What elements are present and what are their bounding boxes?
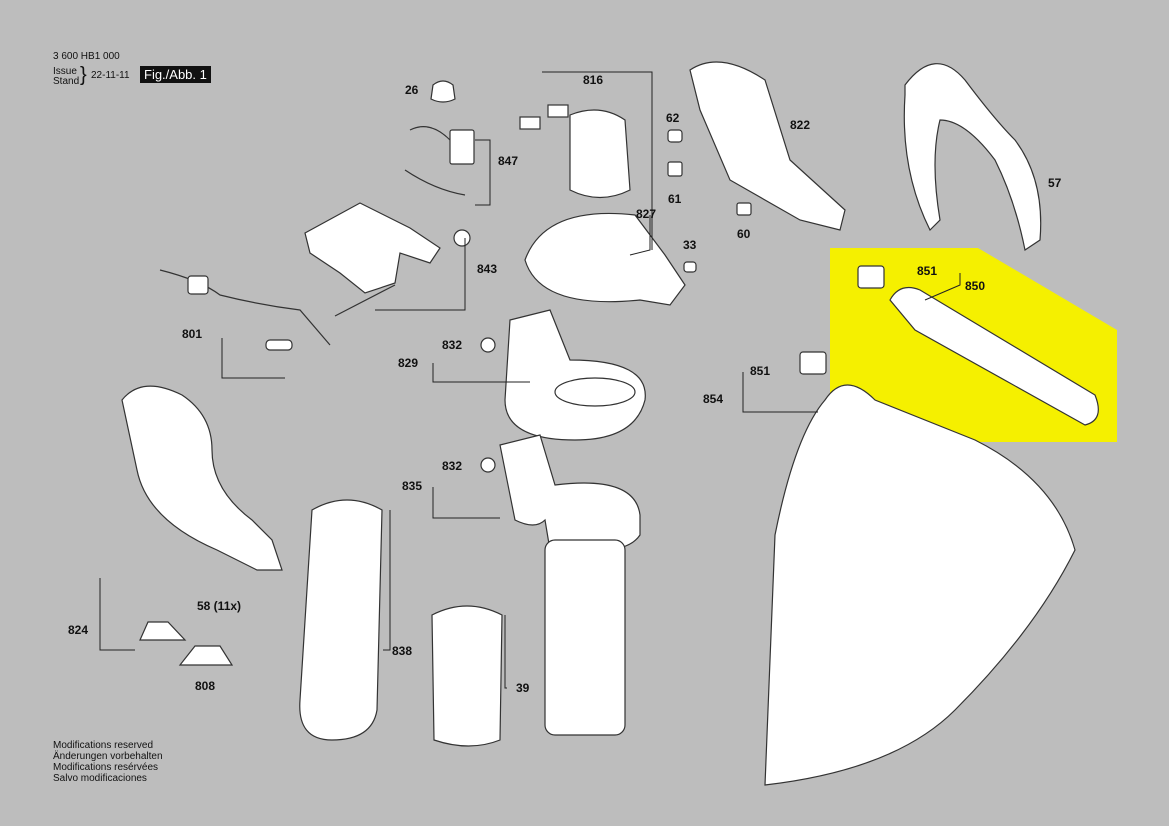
callout-829: 829 — [398, 356, 419, 370]
issue-label: Issue — [53, 66, 77, 77]
modification-notes: Modifications reserved Änderungen vorbeh… — [53, 740, 163, 784]
note-es: Salvo modificaciones — [53, 773, 147, 784]
part-843-handle — [304, 202, 441, 294]
callout-33: 33 — [683, 238, 697, 252]
part-847-switch — [449, 129, 475, 165]
part-816-brush-a — [519, 116, 541, 130]
part-33 — [683, 261, 697, 273]
part-843-nut — [453, 229, 471, 247]
leader-838 — [383, 510, 391, 651]
part-847-wires — [404, 126, 466, 196]
part-816-motor — [569, 109, 631, 199]
leader-816 — [542, 71, 653, 250]
part-851-clip-b — [799, 351, 827, 375]
callout-827: 827 — [636, 207, 657, 221]
note-en: Modifications reserved — [53, 740, 154, 751]
leader-824 — [99, 578, 135, 651]
leader-829 — [432, 363, 530, 383]
leader-801 — [221, 338, 285, 379]
callout-854: 854 — [703, 392, 724, 406]
callout-808: 808 — [195, 679, 216, 693]
part-60 — [736, 202, 752, 216]
callout-801: 801 — [182, 327, 203, 341]
part-832-knob-a — [480, 337, 496, 353]
part-801-pin — [265, 339, 293, 351]
part-808-label — [178, 645, 234, 666]
callout-838: 838 — [392, 644, 413, 658]
part-829-cyclone — [504, 309, 646, 441]
part-801-cable — [159, 269, 331, 346]
part-829-opening — [554, 377, 636, 407]
callout-843: 843 — [477, 262, 498, 276]
note-fr: Modifications resérvées — [53, 762, 159, 773]
stand-label: Stand — [53, 76, 80, 87]
leader-850 — [924, 273, 961, 301]
callout-824: 824 — [68, 623, 89, 637]
issue-date: 22-11-11 — [91, 70, 130, 81]
callout-58: 58 (11x) — [197, 599, 242, 613]
callout-57: 57 — [1048, 176, 1062, 190]
part-835-body — [544, 539, 626, 736]
part-854-bag — [764, 384, 1076, 786]
callout-832-bottom: 832 — [442, 459, 463, 473]
callout-26: 26 — [405, 83, 419, 97]
callout-847: 847 — [498, 154, 519, 168]
part-61 — [667, 161, 683, 177]
callout-62: 62 — [666, 111, 680, 125]
leader-835 — [432, 487, 500, 519]
callout-851-top: 851 — [917, 264, 938, 278]
leader-843 — [375, 238, 466, 311]
callout-832-top: 832 — [442, 338, 463, 352]
part-816-brush-b — [547, 104, 569, 118]
callout-39: 39 — [516, 681, 530, 695]
part-832-knob-b — [480, 457, 496, 473]
callout-851-bottom: 851 — [750, 364, 771, 378]
part-57-strap — [903, 63, 1042, 251]
note-de: Änderungen vorbehalten — [53, 751, 163, 762]
leader-854 — [742, 372, 818, 413]
callout-60: 60 — [737, 227, 751, 241]
part-824-label — [139, 621, 187, 641]
leader-827-line — [629, 215, 651, 256]
part-850-nozzle — [889, 287, 1099, 426]
part-822-handle — [689, 61, 846, 231]
part-851-clip-a — [857, 265, 885, 289]
leader-39 — [504, 615, 507, 689]
callout-822: 822 — [790, 118, 811, 132]
part-39-tube — [431, 605, 503, 747]
part-26-knob — [430, 80, 456, 103]
callout-61: 61 — [668, 192, 682, 206]
part-801-plug — [187, 275, 209, 295]
callout-850: 850 — [965, 279, 986, 293]
part-835-tube — [499, 434, 641, 551]
part-housing-left — [121, 385, 283, 571]
part-62 — [667, 129, 683, 143]
part-827-fan-housing — [524, 212, 686, 306]
document-number: 3 600 HB1 000 — [53, 51, 120, 62]
callout-835: 835 — [402, 479, 423, 493]
bracket-glyph: } — [80, 64, 87, 86]
part-843-bolt — [334, 284, 396, 317]
figure-label: Fig./Abb. 1 — [140, 66, 211, 83]
callout-816: 816 — [583, 73, 604, 87]
part-838-tube — [299, 499, 383, 741]
leader-847 — [475, 139, 491, 206]
